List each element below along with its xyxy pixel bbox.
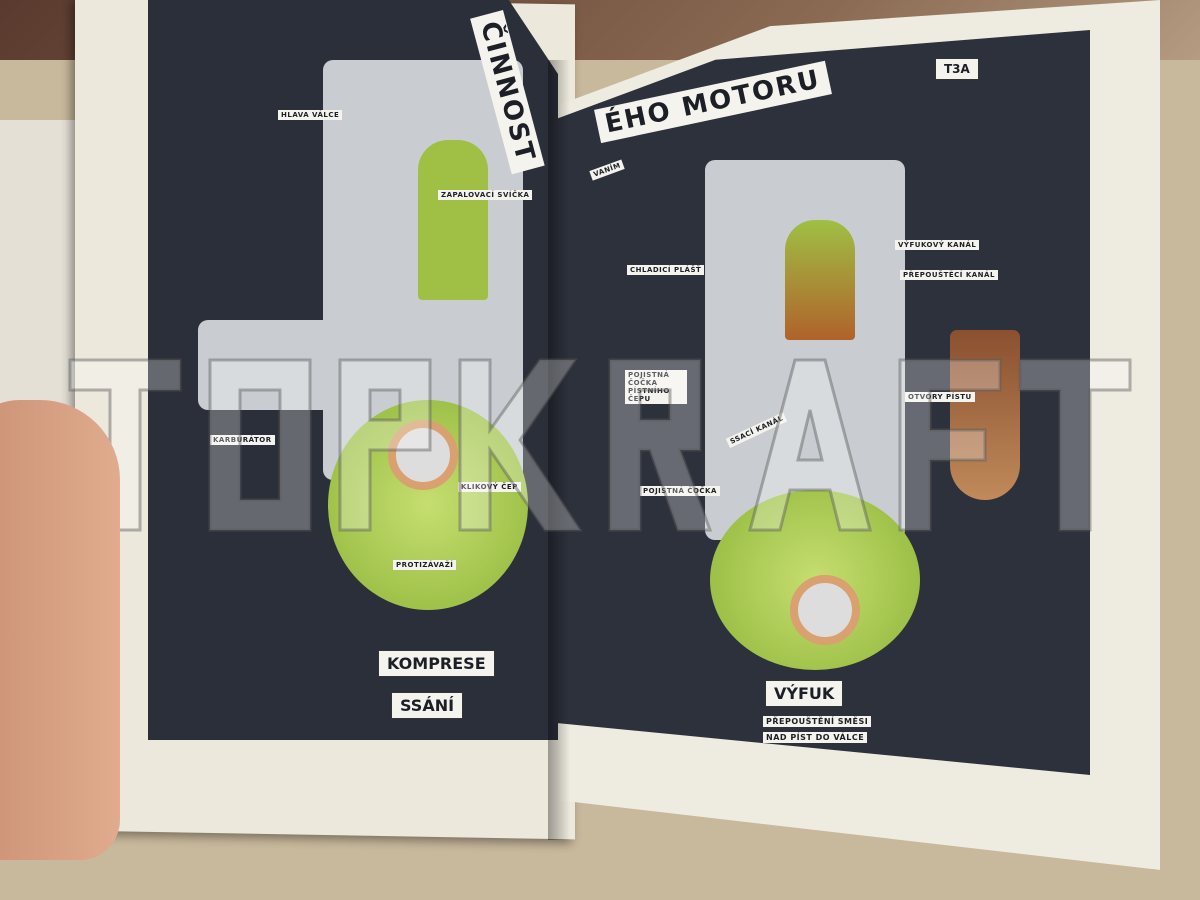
stage-label: KOMPRESE xyxy=(378,650,495,677)
exhaust-gas xyxy=(950,330,1020,500)
label: OTVORY PÍSTU xyxy=(905,392,975,402)
label: POJISTNÁ ČOČKA xyxy=(640,486,720,496)
crank-bearing xyxy=(388,420,458,490)
book-spine-shadow xyxy=(548,60,570,840)
piston xyxy=(418,140,488,300)
plate-code: T3A xyxy=(935,58,979,80)
label: ZAPALOVACÍ SVÍČKA xyxy=(438,190,533,200)
hand xyxy=(0,400,120,860)
combustion-chamber xyxy=(785,220,855,340)
left-plate: ČINNOST HLAVA VÁLCE ZAPALOVACÍ SVÍČKA KA… xyxy=(148,0,558,740)
label: VÝFUKOVÝ KANÁL xyxy=(895,240,980,250)
label: HLAVA VÁLCE xyxy=(278,110,343,120)
carburetor xyxy=(198,320,338,410)
stage-note: NAD PÍST DO VÁLCE xyxy=(763,732,868,743)
subtitle: VANÍM xyxy=(589,159,625,181)
label: POJISTNÁ ČOČKA PÍSTNÍHO ČEPU xyxy=(625,370,687,404)
label: PROTIZÁVAŽÍ xyxy=(393,560,457,570)
crank-bearing xyxy=(790,575,860,645)
label: CHLADICÍ PLÁŠŤ xyxy=(627,265,705,275)
stage-note: PŘEPOUŠTĚNÍ SMĚSI xyxy=(763,716,872,727)
cylinder-block xyxy=(705,160,905,540)
label: KARBURÁTOR xyxy=(210,435,275,445)
stage-label: SSÁNÍ xyxy=(391,692,464,719)
label: PŘEPOUŠTĚCÍ KANÁL xyxy=(900,270,998,280)
stage-label: VÝFUK xyxy=(765,680,844,707)
right-plate: ÉHO MOTORU VANÍM T3A CHLADICÍ PLÁŠŤ POJI… xyxy=(555,30,1090,775)
label: KLIKOVÝ ČEP xyxy=(458,482,521,492)
